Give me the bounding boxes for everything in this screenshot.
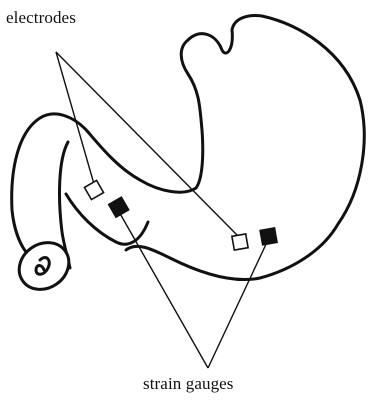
electrodes-label: electrodes xyxy=(6,8,76,28)
strain-gauge-marker-proximal xyxy=(108,197,128,217)
duodenum-outer xyxy=(12,114,88,252)
strain-gauges-leader-1 xyxy=(118,210,208,368)
strain-gauges-label: strain gauges xyxy=(143,374,234,394)
strain-gauges-leader-2 xyxy=(208,240,268,368)
electrodes-leader-2 xyxy=(56,52,238,236)
strain-gauge-marker-distal xyxy=(260,228,277,245)
electrode-marker-proximal xyxy=(84,180,103,199)
pylorus-lower xyxy=(66,194,148,244)
stomach-lesser-curvature xyxy=(88,40,203,192)
electrode-marker-distal xyxy=(232,234,248,250)
